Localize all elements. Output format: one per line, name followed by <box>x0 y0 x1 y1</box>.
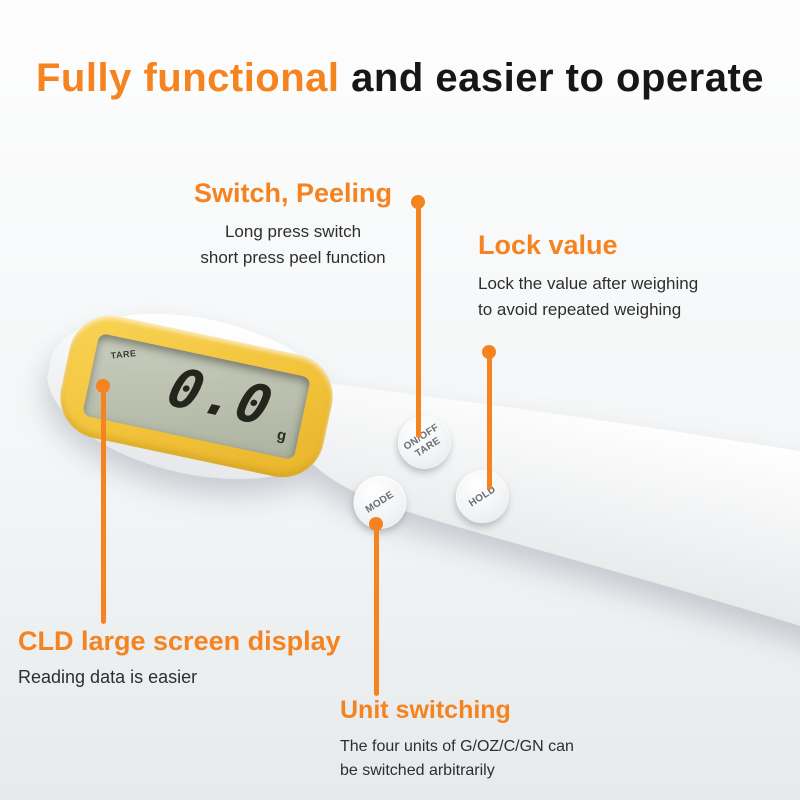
callout-switch-text: Long press switch short press peel funct… <box>168 219 418 270</box>
callout-unit-text: The four units of G/OZ/C/GN can be switc… <box>340 735 640 783</box>
tare-indicator-label: TARE <box>110 348 137 361</box>
screen-callout-line <box>101 386 106 624</box>
callout-lock-line1: Lock the value after weighing <box>478 274 699 293</box>
callout-lock-text: Lock the value after weighing to avoid r… <box>478 271 748 322</box>
lcd-display: TARE 0.0 g <box>82 332 311 461</box>
switch-callout-dot <box>411 195 425 209</box>
page-title-highlight: Fully functional <box>35 56 340 100</box>
callout-screen-display: CLD large screen display Reading data is… <box>18 626 348 688</box>
callout-unit-heading: Unit switching <box>340 696 511 724</box>
lcd-unit-label: g <box>275 426 288 445</box>
callout-lock-heading: Lock value <box>478 230 618 260</box>
unit-callout-line <box>374 524 379 696</box>
callout-switch-heading: Switch, Peeling <box>193 178 393 208</box>
callout-switch-line1: Long press switch <box>224 222 362 241</box>
screen-callout-dot <box>96 379 110 393</box>
lock-callout-dot <box>482 345 496 359</box>
page-title: Fully functional and easier to operate <box>0 56 800 101</box>
callout-unit-switching: Unit switching The four units of G/OZ/C/… <box>340 696 640 783</box>
callout-unit-line2: be switched arbitrarily <box>340 762 495 779</box>
spoon-scale: TARE 0.0 g ON/OFF TARE MODE HOLD <box>24 289 800 659</box>
hold-button-label: HOLD <box>466 483 498 510</box>
mode-button-label: MODE <box>363 489 396 516</box>
callout-switch-peeling: Switch, Peeling Long press switch short … <box>168 178 418 270</box>
callout-lock-line2: to avoid repeated weighing <box>478 299 682 319</box>
unit-callout-dot <box>369 517 383 531</box>
callout-screen-text: Reading data is easier <box>18 667 198 687</box>
callout-unit-line1: The four units of G/OZ/C/GN can <box>340 738 574 755</box>
lock-callout-line <box>487 352 492 490</box>
lcd-weight-value: 0.0 <box>160 356 282 439</box>
switch-callout-line <box>416 202 421 438</box>
page-title-rest: and easier to operate <box>339 56 765 100</box>
callout-screen-heading: CLD large screen display <box>18 626 341 656</box>
callout-switch-line2: short press peel function <box>200 247 386 267</box>
on-off-tare-button-label: ON/OFF TARE <box>402 422 448 463</box>
callout-lock-value: Lock value Lock the value after weighing… <box>478 230 748 322</box>
